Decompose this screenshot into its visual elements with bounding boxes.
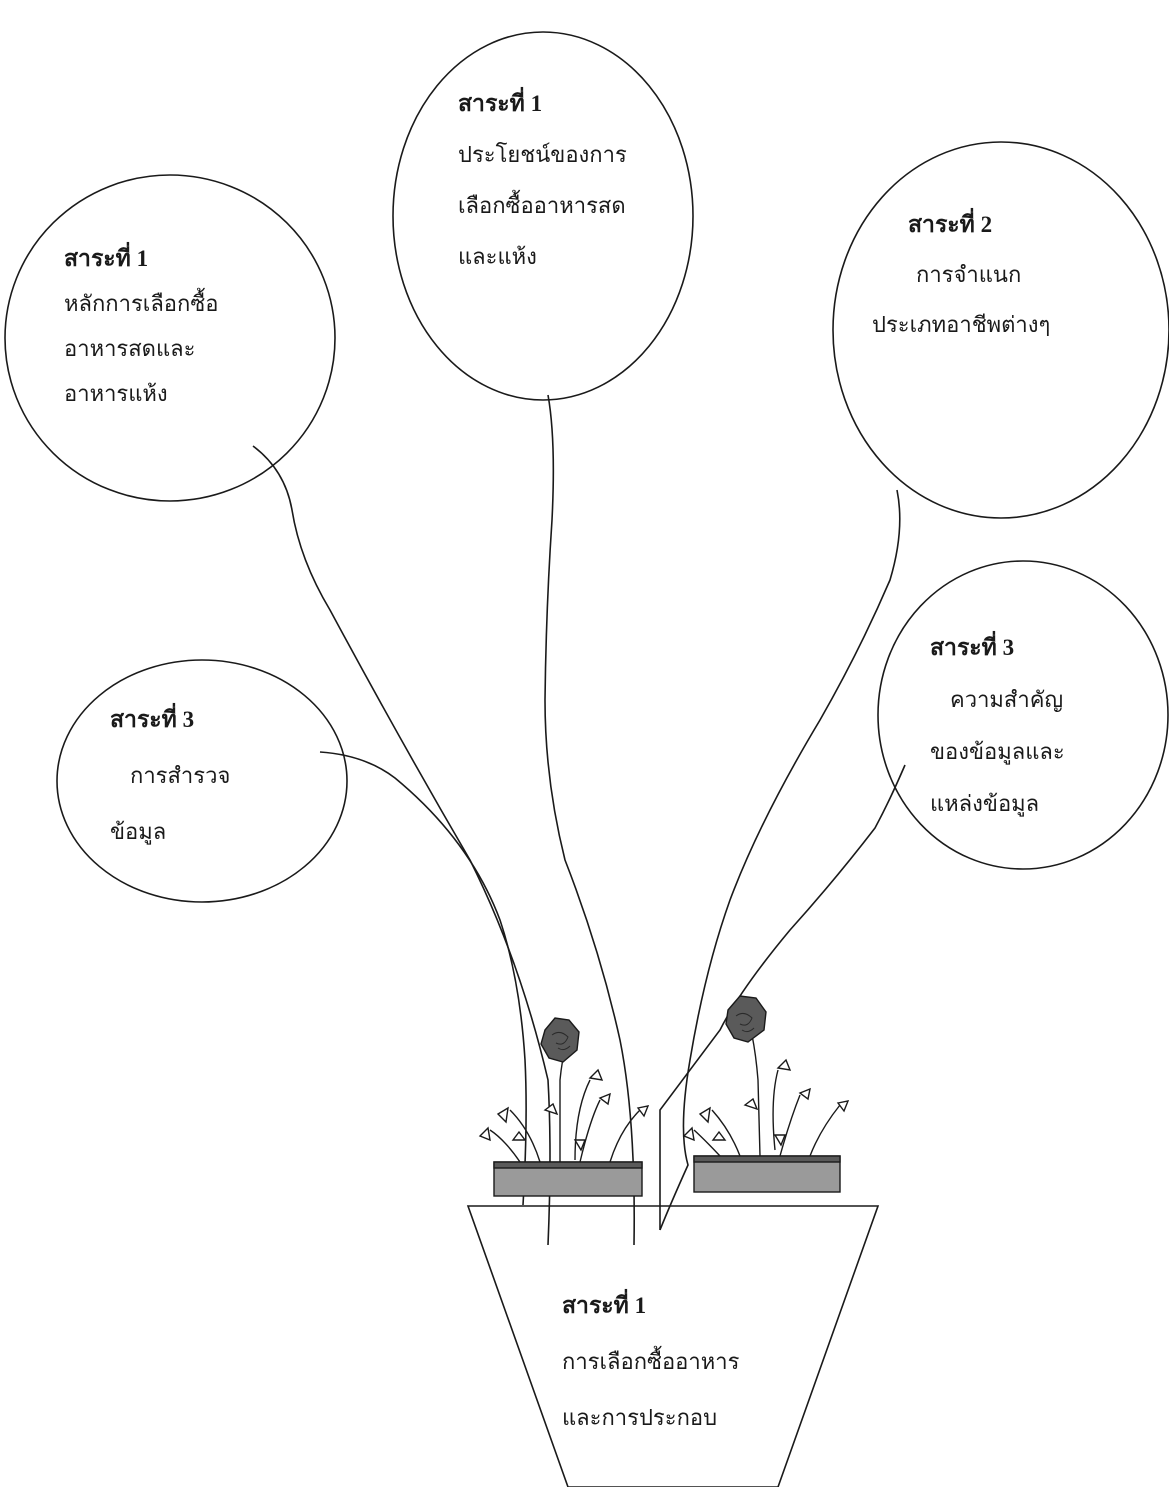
pot-title: สาระที่ 1	[562, 1293, 647, 1318]
stem-lower-left	[319, 751, 527, 1206]
bubble-lower-left	[56, 659, 348, 903]
node-lower-left-title: สาระที่ 3	[110, 707, 195, 732]
node-left-title: สาระที่ 1	[64, 246, 149, 271]
stem-left	[252, 445, 551, 1246]
node-lower-left-label: สาระที่ 3 การสำรวจ ข้อมูล	[110, 692, 230, 860]
node-left-line-1: หลักการเลือกซื้อ	[64, 291, 219, 316]
node-right-line-2: ประเภทอาชีพต่างๆ	[872, 312, 1051, 337]
pot-line-2: และการประกอบ	[562, 1405, 718, 1430]
node-lower-right-label: สาระที่ 3 ความสำคัญ ของข้อมูลและ แหล่งข้…	[930, 622, 1065, 830]
node-lower-right-line-3: แหล่งข้อมูล	[930, 791, 1040, 816]
node-lower-left-line-2: ข้อมูล	[110, 819, 167, 844]
node-top-label: สาระที่ 1 ประโยชน์ของการ เลือกซื้ออาหารส…	[458, 78, 627, 282]
bubble-top	[392, 31, 694, 401]
stem-lower-right	[659, 764, 906, 1230]
stem-top	[544, 394, 636, 1246]
node-right-line-1: การจำแนก	[916, 262, 1022, 287]
node-left-line-3: อาหารแห้ง	[64, 381, 168, 406]
node-top-line-1: ประโยชน์ของการ	[458, 142, 627, 167]
flower-box-icon-right	[682, 995, 850, 1193]
node-lower-right-line-2: ของข้อมูลและ	[930, 739, 1065, 764]
node-lower-left-line-1: การสำรวจ	[130, 763, 231, 788]
node-right-title: สาระที่ 2	[908, 212, 993, 237]
flower-pot	[466, 1205, 880, 1487]
node-lower-right-line-1: ความสำคัญ	[950, 687, 1064, 712]
node-right-label: สาระที่ 2 การจำแนก ประเภทอาชีพต่างๆ	[872, 200, 1050, 350]
flower-box-icon-left	[478, 1017, 650, 1197]
bubble-right	[832, 141, 1169, 519]
pot-label: สาระที่ 1 การเลือกซื้ออาหาร และการประกอบ	[562, 1278, 739, 1446]
node-top-line-3: และแห้ง	[458, 244, 537, 269]
node-left-label: สาระที่ 1 หลักการเลือกซื้อ อาหารสดและ อา…	[64, 236, 218, 416]
node-top-title: สาระที่ 1	[458, 91, 543, 116]
node-left-line-2: อาหารสดและ	[64, 336, 196, 361]
stem-right	[659, 489, 901, 1231]
node-lower-right-title: สาระที่ 3	[930, 635, 1015, 660]
bubble-left	[4, 174, 336, 502]
pot-line-1: การเลือกซื้ออาหาร	[562, 1349, 740, 1374]
node-top-line-2: เลือกซื้ออาหารสด	[458, 193, 626, 218]
bubble-lower-right	[877, 560, 1169, 870]
